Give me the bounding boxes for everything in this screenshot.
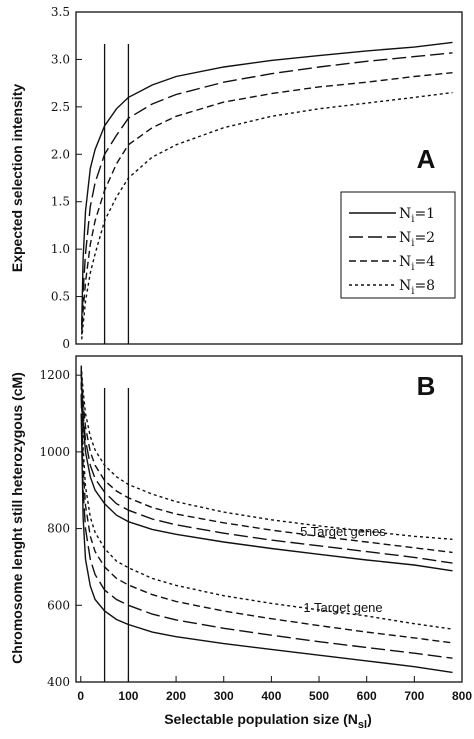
x-tick-label: 800 bbox=[452, 689, 472, 703]
x-tick-label: 600 bbox=[357, 689, 377, 703]
legend-entry-label: Ni=8 bbox=[399, 278, 435, 297]
panel-b-y-tick-label: 1200 bbox=[39, 368, 70, 382]
x-tick-label: 100 bbox=[118, 689, 138, 703]
panel-b-y-tick-label: 800 bbox=[47, 522, 70, 536]
panel-b-vertical-lines bbox=[103, 388, 130, 682]
x-tick-label: 200 bbox=[166, 689, 186, 703]
panel-a-y-tick-label: 0.5 bbox=[51, 290, 70, 304]
legend-entry-label: Ni=2 bbox=[399, 230, 435, 249]
panel-b-series bbox=[80, 365, 453, 674]
panel-a-series-line bbox=[81, 72, 453, 335]
panel-a-y-axis-label: Expected selection intensity bbox=[9, 84, 25, 272]
panel-a-vertical-lines bbox=[103, 44, 130, 344]
panel-b-y-ticks: 400 600 800 1000 1200 bbox=[39, 368, 82, 689]
annotation-5-target-genes: 5 Target genes bbox=[300, 524, 386, 539]
panel-b-series-line bbox=[80, 394, 453, 659]
panel-b-series-line bbox=[80, 413, 453, 674]
x-tick-label: 700 bbox=[404, 689, 424, 703]
panel-a-y-tick-label: 2.0 bbox=[51, 147, 70, 161]
panel-b-y-tick-label: 600 bbox=[47, 598, 70, 612]
panel-b-y-tick-label: 1000 bbox=[39, 445, 70, 459]
panel-b-series-line bbox=[80, 367, 453, 554]
x-tick-label: 300 bbox=[214, 689, 234, 703]
panel-b-series-line bbox=[80, 382, 453, 644]
panel-b-frame bbox=[75, 355, 463, 683]
legend: Ni=1Ni=2Ni=4Ni=8 bbox=[340, 191, 456, 299]
panel-b-series-line bbox=[80, 365, 453, 540]
panel-b-y-tick-label: 400 bbox=[47, 675, 70, 689]
panel-a-y-tick-label: 1.5 bbox=[51, 195, 70, 209]
x-axis-label: Selectable population size (Nsl) bbox=[164, 711, 372, 731]
legend-entry-label: Ni=4 bbox=[399, 254, 435, 273]
panel-b-label: B bbox=[417, 371, 436, 401]
legend-entry-label: Ni=1 bbox=[399, 206, 435, 225]
panel-b-y-axis-label: Chromosome lenght still heterozygous (cM… bbox=[9, 372, 25, 664]
panel-a-y-tick-label: 3.5 bbox=[51, 5, 70, 19]
legend-box bbox=[340, 191, 456, 299]
x-tick-label: 400 bbox=[261, 689, 281, 703]
annotation-1-target-gene: 1 Target gene bbox=[303, 600, 382, 615]
panel-a-series-line bbox=[81, 41, 453, 326]
panel-a-frame bbox=[75, 11, 463, 345]
x-tick-label: 500 bbox=[309, 689, 329, 703]
panel-a-y-tick-label: 1.0 bbox=[51, 242, 70, 256]
x-tick-label: 0 bbox=[77, 689, 84, 703]
panel-b-series-line bbox=[80, 375, 453, 630]
panel-a-y-tick-label: 3.0 bbox=[51, 52, 70, 66]
panel-a-label: A bbox=[417, 144, 436, 174]
panel-b-x-ticks: 0 100 200 300 400 500 600 700 800 bbox=[77, 676, 472, 703]
panel-a-series-line bbox=[81, 52, 453, 330]
panel-b-series-line bbox=[80, 369, 453, 564]
panel-a-series bbox=[81, 41, 453, 340]
panel-b-series-line bbox=[80, 371, 453, 572]
panel-a-y-tick-label: 2.5 bbox=[51, 100, 70, 114]
panel-a-y-tick-label: 0 bbox=[62, 337, 70, 351]
panel-a-y-ticks: 0 0.5 1.0 1.5 2.0 2.5 3.0 3.5 bbox=[51, 5, 82, 351]
